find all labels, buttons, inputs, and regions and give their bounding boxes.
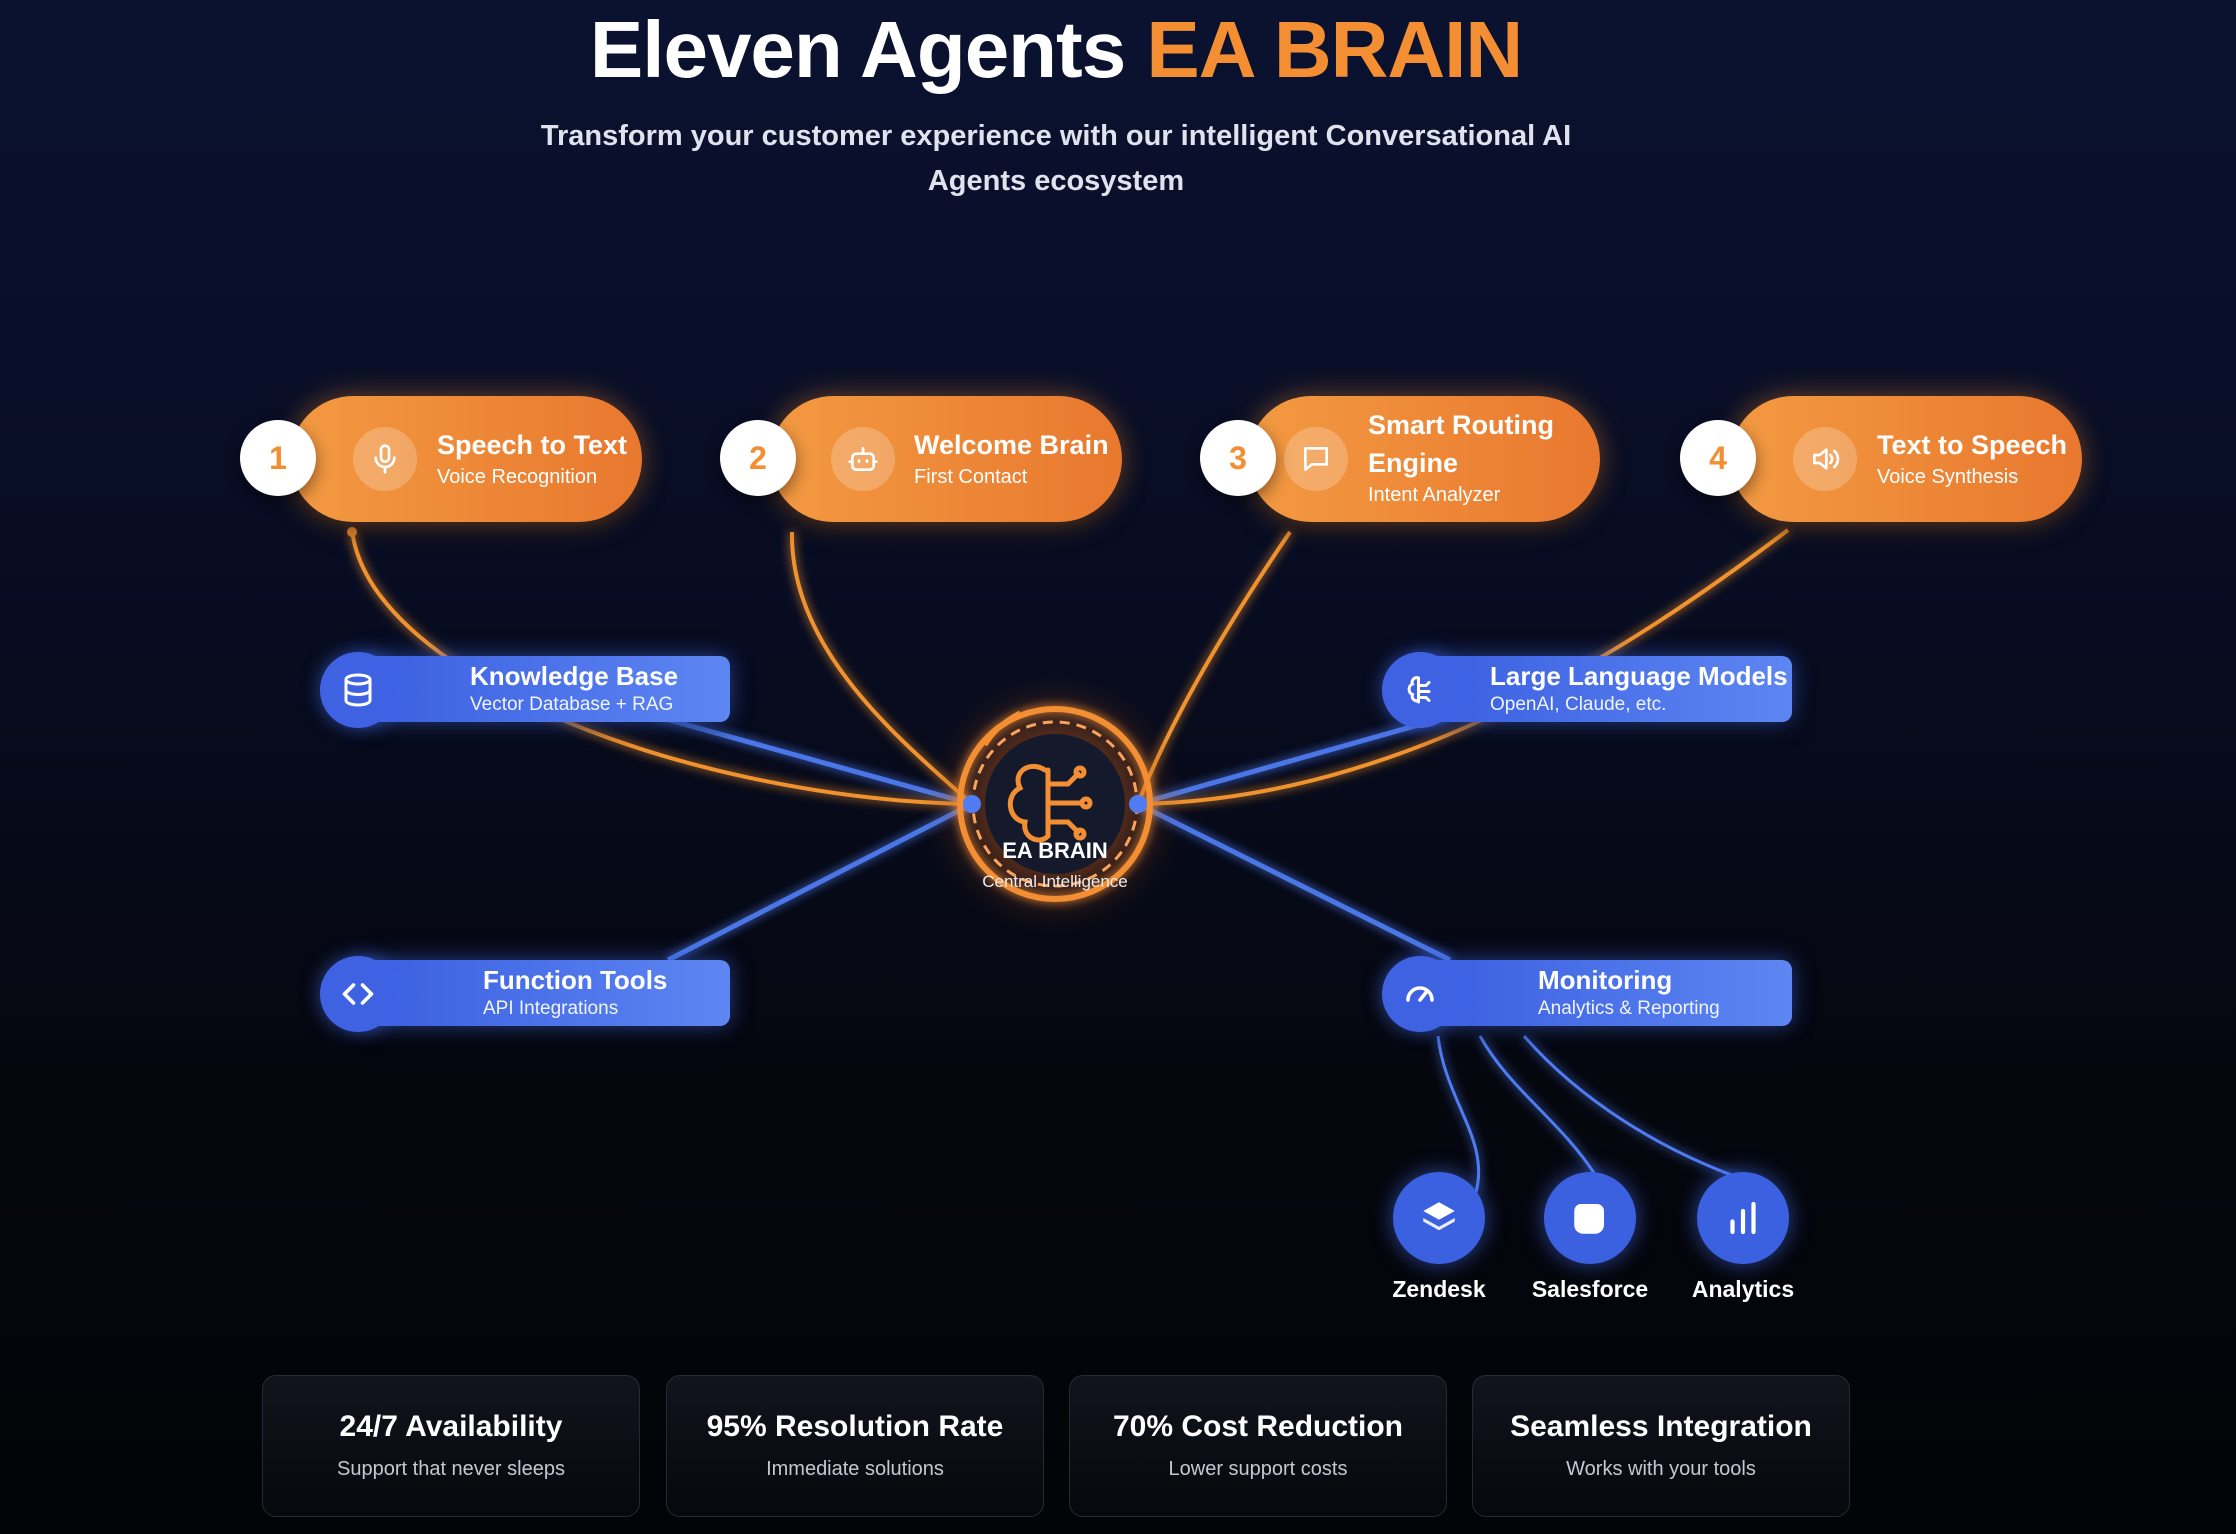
integration-analytics[interactable] [1697,1172,1789,1264]
step-card-2[interactable]: Welcome Brain First Contact [770,396,1122,522]
step-subtitle: First Contact [914,466,1028,488]
layers-icon [1423,1202,1455,1231]
link-zendesk [1436,1035,1481,1193]
cloud-icon [1574,1204,1604,1234]
step-title: Smart Routing Engine [1368,410,1554,478]
integration-salesforce[interactable] [1544,1172,1636,1264]
brain-ring-arc [982,710,1022,747]
brain-label: EA BRAIN [1002,838,1108,863]
component-subtitle: Analytics & Reporting [1538,998,1720,1019]
title-accent: EA BRAIN [1146,5,1523,94]
component-subtitle: Vector Database + RAG [470,694,674,715]
step-title: Welcome Brain [914,430,1109,460]
stat-desc: Works with your tools [1566,1458,1756,1480]
component-subtitle: OpenAI, Claude, etc. [1490,694,1667,715]
page-title: Eleven Agents EA BRAIN [0,4,2112,96]
stat-card: 70% Cost Reduction Lower support costs [1069,1375,1447,1517]
stat-title: Seamless Integration [1510,1410,1812,1443]
component-title: Large Language Models [1490,661,1788,691]
component-knowledge-base[interactable]: Knowledge Base Vector Database + RAG [358,656,730,722]
step-number-2: 2 [720,420,796,496]
step-subtitle: Voice Synthesis [1877,466,2019,488]
step-subtitle: Intent Analyzer [1368,484,1501,506]
stat-card: Seamless Integration Works with your too… [1472,1375,1850,1517]
database-icon [320,652,396,728]
brain-sublabel: Central Intelligence [982,872,1128,891]
code-icon [320,956,396,1032]
integration-label: Analytics [1691,1276,1795,1302]
step-number-1: 1 [240,420,316,496]
component-subtitle: API Integrations [483,998,619,1019]
stat-desc: Support that never sleeps [337,1458,565,1480]
link-salesforce [1478,1035,1598,1177]
microphone-icon [353,427,417,491]
step-card-3[interactable]: Smart Routing Engine Intent Analyzer [1248,396,1600,522]
bar-chart-icon [1730,1201,1756,1235]
link-function-tools [666,801,974,963]
stat-title: 24/7 Availability [339,1410,563,1443]
integration-label: Salesforce [1531,1276,1649,1302]
step-number-3: 3 [1200,420,1276,496]
link-llm [1137,713,1451,807]
component-title: Function Tools [483,965,668,995]
speaker-icon [1793,427,1857,491]
page-subtitle: Transform your customer experience with … [540,120,1572,197]
link-monitoring [1136,801,1452,963]
brain-icon [1008,763,1093,843]
stat-card: 95% Resolution Rate Immediate solutions [666,1375,1044,1517]
stat-desc: Immediate solutions [766,1458,944,1480]
step-subtitle: Voice Recognition [437,466,598,488]
robot-icon [831,427,895,491]
integration-label: Zendesk [1392,1276,1486,1302]
gauge-icon [1382,956,1458,1032]
step-number-4: 4 [1680,420,1756,496]
chat-bubble-icon [1284,427,1348,491]
integration-zendesk[interactable] [1393,1172,1485,1264]
link-analytics [1522,1035,1746,1182]
step-card-4[interactable]: Text to Speech Voice Synthesis [1730,396,2082,522]
brain-ring-outer [957,706,1153,902]
stat-desc: Lower support costs [1168,1458,1348,1480]
stat-title: 95% Resolution Rate [706,1410,1004,1443]
component-llm[interactable]: Large Language Models OpenAI, Claude, et… [1420,656,1792,722]
stat-card: 24/7 Availability Support that never sle… [262,1375,640,1517]
component-monitoring[interactable]: Monitoring Analytics & Reporting [1420,960,1792,1026]
stat-title: 70% Cost Reduction [1112,1410,1404,1443]
step-title: Speech to Text [437,430,628,460]
link-knowledge-base [654,713,973,807]
component-title: Knowledge Base [470,661,679,691]
title-main: Eleven Agents [589,5,1126,94]
component-function-tools[interactable]: Function Tools API Integrations [358,960,730,1026]
brain-circuit-icon [1382,652,1458,728]
step-title: Text to Speech [1877,430,2068,460]
step-card-1[interactable]: Speech to Text Voice Recognition [290,396,642,522]
component-title: Monitoring [1538,965,1673,995]
